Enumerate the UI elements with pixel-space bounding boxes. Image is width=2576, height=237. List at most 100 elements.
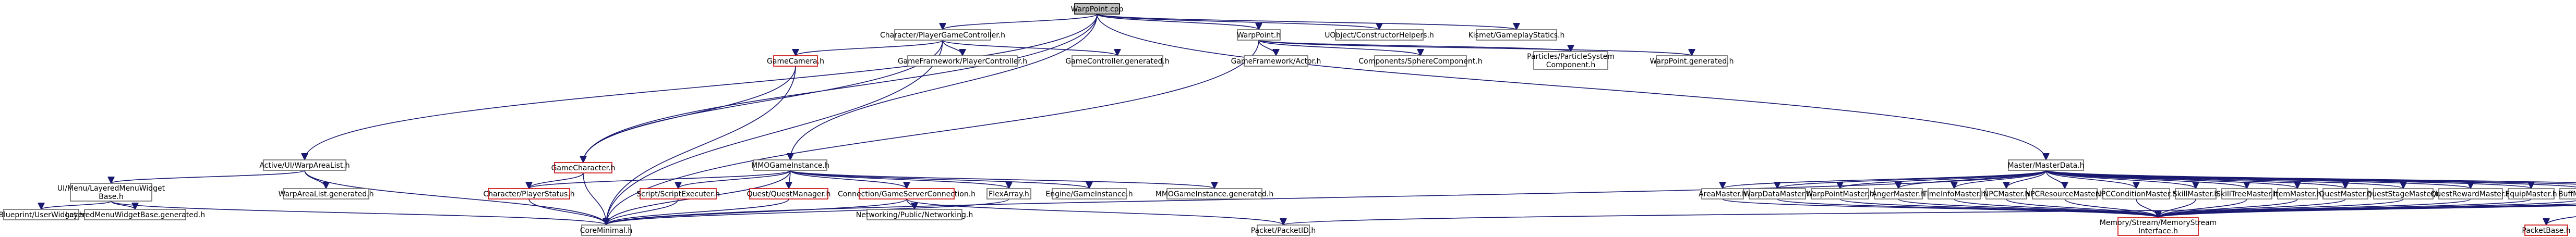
include-edge [583, 172, 606, 225]
node-gamecontroller-generated[interactable]: GameController.generated.h [1065, 55, 1170, 67]
node-label: Memory/Stream/MemoryStream [2100, 219, 2217, 227]
node-box [753, 159, 827, 171]
node-box [749, 188, 828, 199]
include-edge [1777, 170, 2047, 189]
include-edge [583, 40, 943, 163]
node-mmo-game-instance[interactable]: MMOGameInstance.h [751, 159, 829, 171]
include-edge [606, 198, 789, 226]
node-warp-point[interactable]: WarpPoint.h [1237, 29, 1281, 41]
node-box [2277, 188, 2318, 199]
include-edge [2158, 198, 2346, 218]
node-blueprint-user-widget[interactable]: Blueprint/UserWidget.h [0, 209, 84, 220]
node-equip-master[interactable]: EquipMaster.h [2505, 188, 2557, 199]
node-label: Active/UI/WarpAreaList.h [259, 161, 350, 170]
node-box [1244, 55, 1308, 67]
node-box [1052, 188, 1127, 199]
node-box [2032, 188, 2098, 199]
node-box [2322, 188, 2368, 199]
include-edge [304, 170, 326, 189]
node-buff-master[interactable]: BuffMaster.h [2558, 188, 2576, 199]
node-warp-point-master[interactable]: WarpPointMaster.h [1806, 188, 1874, 199]
include-edge [2045, 170, 2196, 189]
node-warp-data-master[interactable]: WarpDataMaster.h [1743, 188, 1811, 199]
node-active-ui-warp-area-list[interactable]: Active/UI/WarpAreaList.h [259, 159, 350, 171]
node-npc-master[interactable]: NPCMaster.h [1983, 188, 2030, 199]
node-game-camera[interactable]: GameCamera.h [767, 55, 824, 67]
node-label: NPCResourceMaster.h [2025, 190, 2105, 198]
node-npc-condition-master[interactable]: NPCConditionMaster.h [2096, 188, 2177, 199]
node-kismet-gameplay-statics[interactable]: Kismet/GameplayStatics.h [1468, 29, 1565, 41]
node-character-player-game-controller[interactable]: Character/PlayerGameController.h [880, 29, 1005, 41]
node-box [866, 209, 962, 220]
include-edge [606, 40, 943, 225]
include-edge [796, 40, 943, 56]
node-gameframework-actor[interactable]: GameFramework/Actor.h [1231, 55, 1321, 67]
node-label: GameCamera.h [767, 57, 824, 66]
node-label: Engine/GameInstance.h [1045, 190, 1133, 198]
node-quest-reward-master[interactable]: QuestRewardMaster.h [2430, 188, 2511, 199]
node-core-minimal[interactable]: CoreMinimal.h [580, 224, 633, 236]
node-packet-packet-id[interactable]: Packet/PacketID.h [1251, 224, 1316, 236]
node-label: ItemMaster.h [2273, 190, 2321, 198]
node-script-script-executer[interactable]: Script/ScriptExecuter.h [636, 188, 720, 199]
node-item-master[interactable]: ItemMaster.h [2273, 188, 2321, 199]
node-engine-game-instance[interactable]: Engine/GameInstance.h [1045, 188, 1133, 199]
node-mmo-game-instance-generated[interactable]: MMOGameInstance.generated.h [1155, 188, 1274, 199]
node-networking-public-networking[interactable]: Networking/Public/Networking.h [856, 209, 973, 220]
node-label: PacketBase.h [2522, 227, 2570, 235]
node-box [2175, 188, 2217, 199]
node-box [283, 188, 369, 199]
node-quest-master[interactable]: QuestMaster.h [2319, 188, 2372, 199]
node-game-character[interactable]: GameCharacter.h [551, 162, 616, 173]
node-flex-array[interactable]: FlexArray.h [986, 188, 1031, 199]
node-box [773, 55, 818, 67]
node-label: WarpPoint.generated.h [1650, 57, 1734, 66]
node-label: AreaMaster.h [1699, 190, 1747, 198]
node-quest-stage-master[interactable]: QuestStageMaster.h [2366, 188, 2440, 199]
node-label: WarpDataMaster.h [1743, 190, 1811, 198]
node-master-master-data[interactable]: Master/MasterData.h [2007, 159, 2085, 171]
node-timeinfo-master[interactable]: TimeInfoMaster.h [1922, 188, 1986, 199]
node-label: WarpAreaList.generated.h [279, 190, 374, 198]
include-edge [2045, 170, 2136, 189]
node-box [488, 188, 570, 199]
node-connection-game-server-connection[interactable]: Connection/GameServerConnection.h [838, 188, 976, 199]
node-label: NPCMaster.h [1983, 190, 2030, 198]
node-skill-master[interactable]: SkillMaster.h [2173, 188, 2219, 199]
node-gameframework-player-controller[interactable]: GameFramework/PlayerController.h [898, 55, 1027, 67]
node-area-master[interactable]: AreaMaster.h [1699, 188, 1747, 199]
node-uobject-constructor-helpers[interactable]: UObject/ConstructorHelpers.h [1325, 29, 1434, 41]
node-ui-menu-layered-menu-widget-base[interactable]: UI/Menu/LayeredMenuWidgetBase.h [57, 183, 165, 202]
node-box [2524, 224, 2568, 236]
node-box [894, 29, 991, 41]
include-edge [1258, 40, 1421, 56]
node-layer: WarpPoint.cppCharacter/PlayerGameControl… [0, 3, 2576, 236]
node-label: WarpPoint.h [1237, 31, 1281, 40]
node-npc-resource-master[interactable]: NPCResourceMaster.h [2025, 188, 2105, 199]
node-label: Character/PlayerGameController.h [880, 31, 1005, 40]
node-quest-quest-manager[interactable]: Quest/QuestManager.h [747, 188, 831, 199]
node-box [1237, 29, 1281, 41]
node-label: Blueprint/UserWidget.h [0, 211, 84, 219]
node-packet-base[interactable]: PacketBase.h [2522, 224, 2571, 236]
include-edge [1097, 14, 1516, 30]
node-label: Character/PlayerStatus.h [483, 190, 574, 198]
node-box [1533, 51, 1608, 70]
node-layered-menu-widget-base-generated[interactable]: LayeredMenuWidgetBase.generated.h [65, 209, 205, 220]
include-edge [1097, 14, 2046, 160]
node-components-sphere-component[interactable]: Components/SphereComponent.h [1358, 55, 1483, 67]
node-box [1476, 29, 1557, 41]
node-anger-master[interactable]: AngerMaster.h [1872, 188, 1925, 199]
include-edge [2064, 198, 2158, 218]
node-character-player-status[interactable]: Character/PlayerStatus.h [483, 188, 575, 199]
node-warppoint-generated[interactable]: WarpPoint.generated.h [1650, 55, 1734, 67]
include-edge [942, 40, 962, 56]
node-label: MMOGameInstance.generated.h [1155, 190, 1274, 198]
node-box [2373, 188, 2434, 199]
node-skill-tree-master[interactable]: SkillTreeMaster.h [2216, 188, 2278, 199]
include-edge [2158, 198, 2404, 218]
node-box [2221, 188, 2272, 199]
node-warp-area-list-generated[interactable]: WarpAreaList.generated.h [279, 188, 374, 199]
